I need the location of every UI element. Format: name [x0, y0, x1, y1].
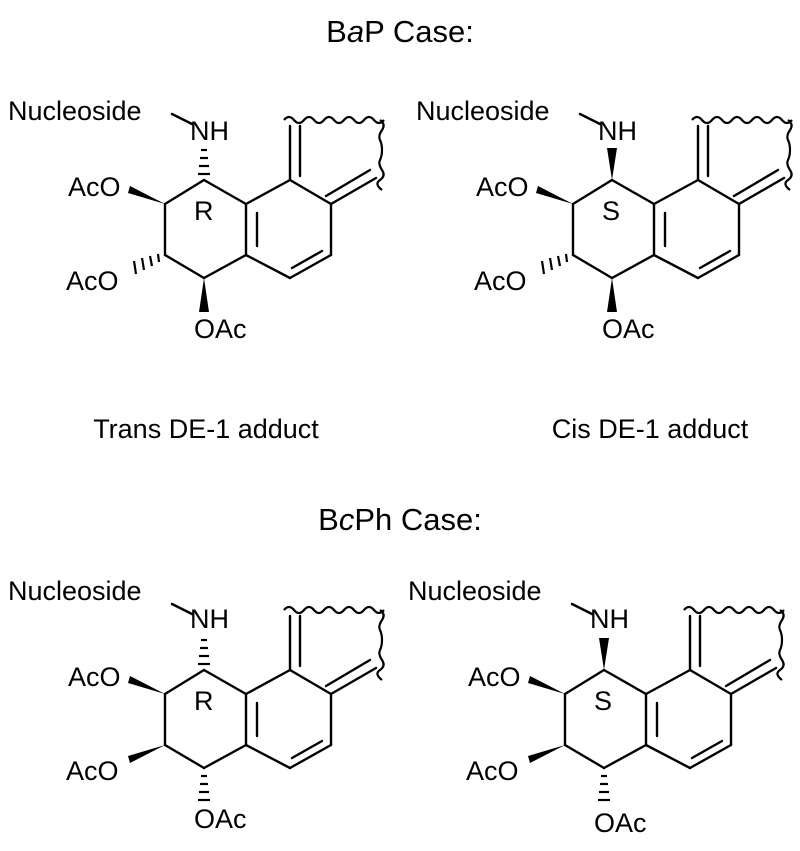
caption-cis: Cis DE-1 adduct [552, 414, 749, 444]
stereo-label: S [594, 686, 612, 716]
nh-label: NH [190, 604, 229, 634]
hashed-bond [598, 774, 610, 802]
wedge-bond [607, 278, 617, 312]
aco-top-label: AcO [68, 662, 121, 692]
aco-mid-label: AcO [66, 266, 119, 296]
wedge-bond [528, 745, 565, 763]
hashed-bond [540, 253, 569, 275]
stereo-label: S [602, 196, 620, 226]
wedge-bond [528, 676, 565, 694]
aco-mid-label: AcO [66, 756, 119, 786]
hashed-bond [198, 148, 210, 176]
caption-trans: Trans DE-1 adduct [93, 414, 319, 444]
section-title-bcph: BcPh Case: [318, 502, 482, 537]
hashed-bond [132, 253, 161, 275]
oac-label: OAc [194, 314, 247, 344]
nh-label: NH [190, 116, 229, 146]
section-title-bap: BaP Case: [326, 14, 474, 49]
oac-label: OAc [602, 314, 655, 344]
hashed-bond [198, 774, 210, 802]
nucleoside-label: Nucleoside [8, 576, 142, 606]
aco-top-label: AcO [68, 172, 121, 202]
stereo-label: R [194, 686, 214, 716]
nucleoside-label: Nucleoside [8, 96, 142, 126]
nh-label: NH [598, 116, 637, 146]
aco-mid-label: AcO [474, 266, 527, 296]
wedge-bond [607, 148, 617, 180]
hashed-bond [198, 638, 210, 666]
nucleoside-label: Nucleoside [408, 576, 542, 606]
aco-mid-label: AcO [466, 756, 519, 786]
wedge-bond [599, 638, 609, 670]
molecule-bcph-s: Nucleoside NH AcO AcO OAc S [408, 576, 786, 838]
oac-label: OAc [594, 808, 647, 838]
molecule-trans-de1: Nucleoside NH AcO AcO OAc R [8, 96, 386, 344]
nh-label: NH [590, 604, 629, 634]
wedge-bond [128, 676, 165, 694]
molecule-cis-de1: Nucleoside NH AcO AcO OAc S [416, 96, 794, 344]
wedge-bond [199, 278, 209, 312]
wedge-bond [128, 186, 165, 204]
aco-top-label: AcO [468, 662, 521, 692]
stereo-label: R [194, 196, 214, 226]
wedge-bond [128, 745, 165, 763]
molecule-bcph-r: Nucleoside NH AcO AcO OAc R [8, 576, 386, 834]
wedge-bond [536, 186, 573, 204]
aco-top-label: AcO [476, 172, 529, 202]
oac-label: OAc [194, 804, 247, 834]
nucleoside-label: Nucleoside [416, 96, 550, 126]
